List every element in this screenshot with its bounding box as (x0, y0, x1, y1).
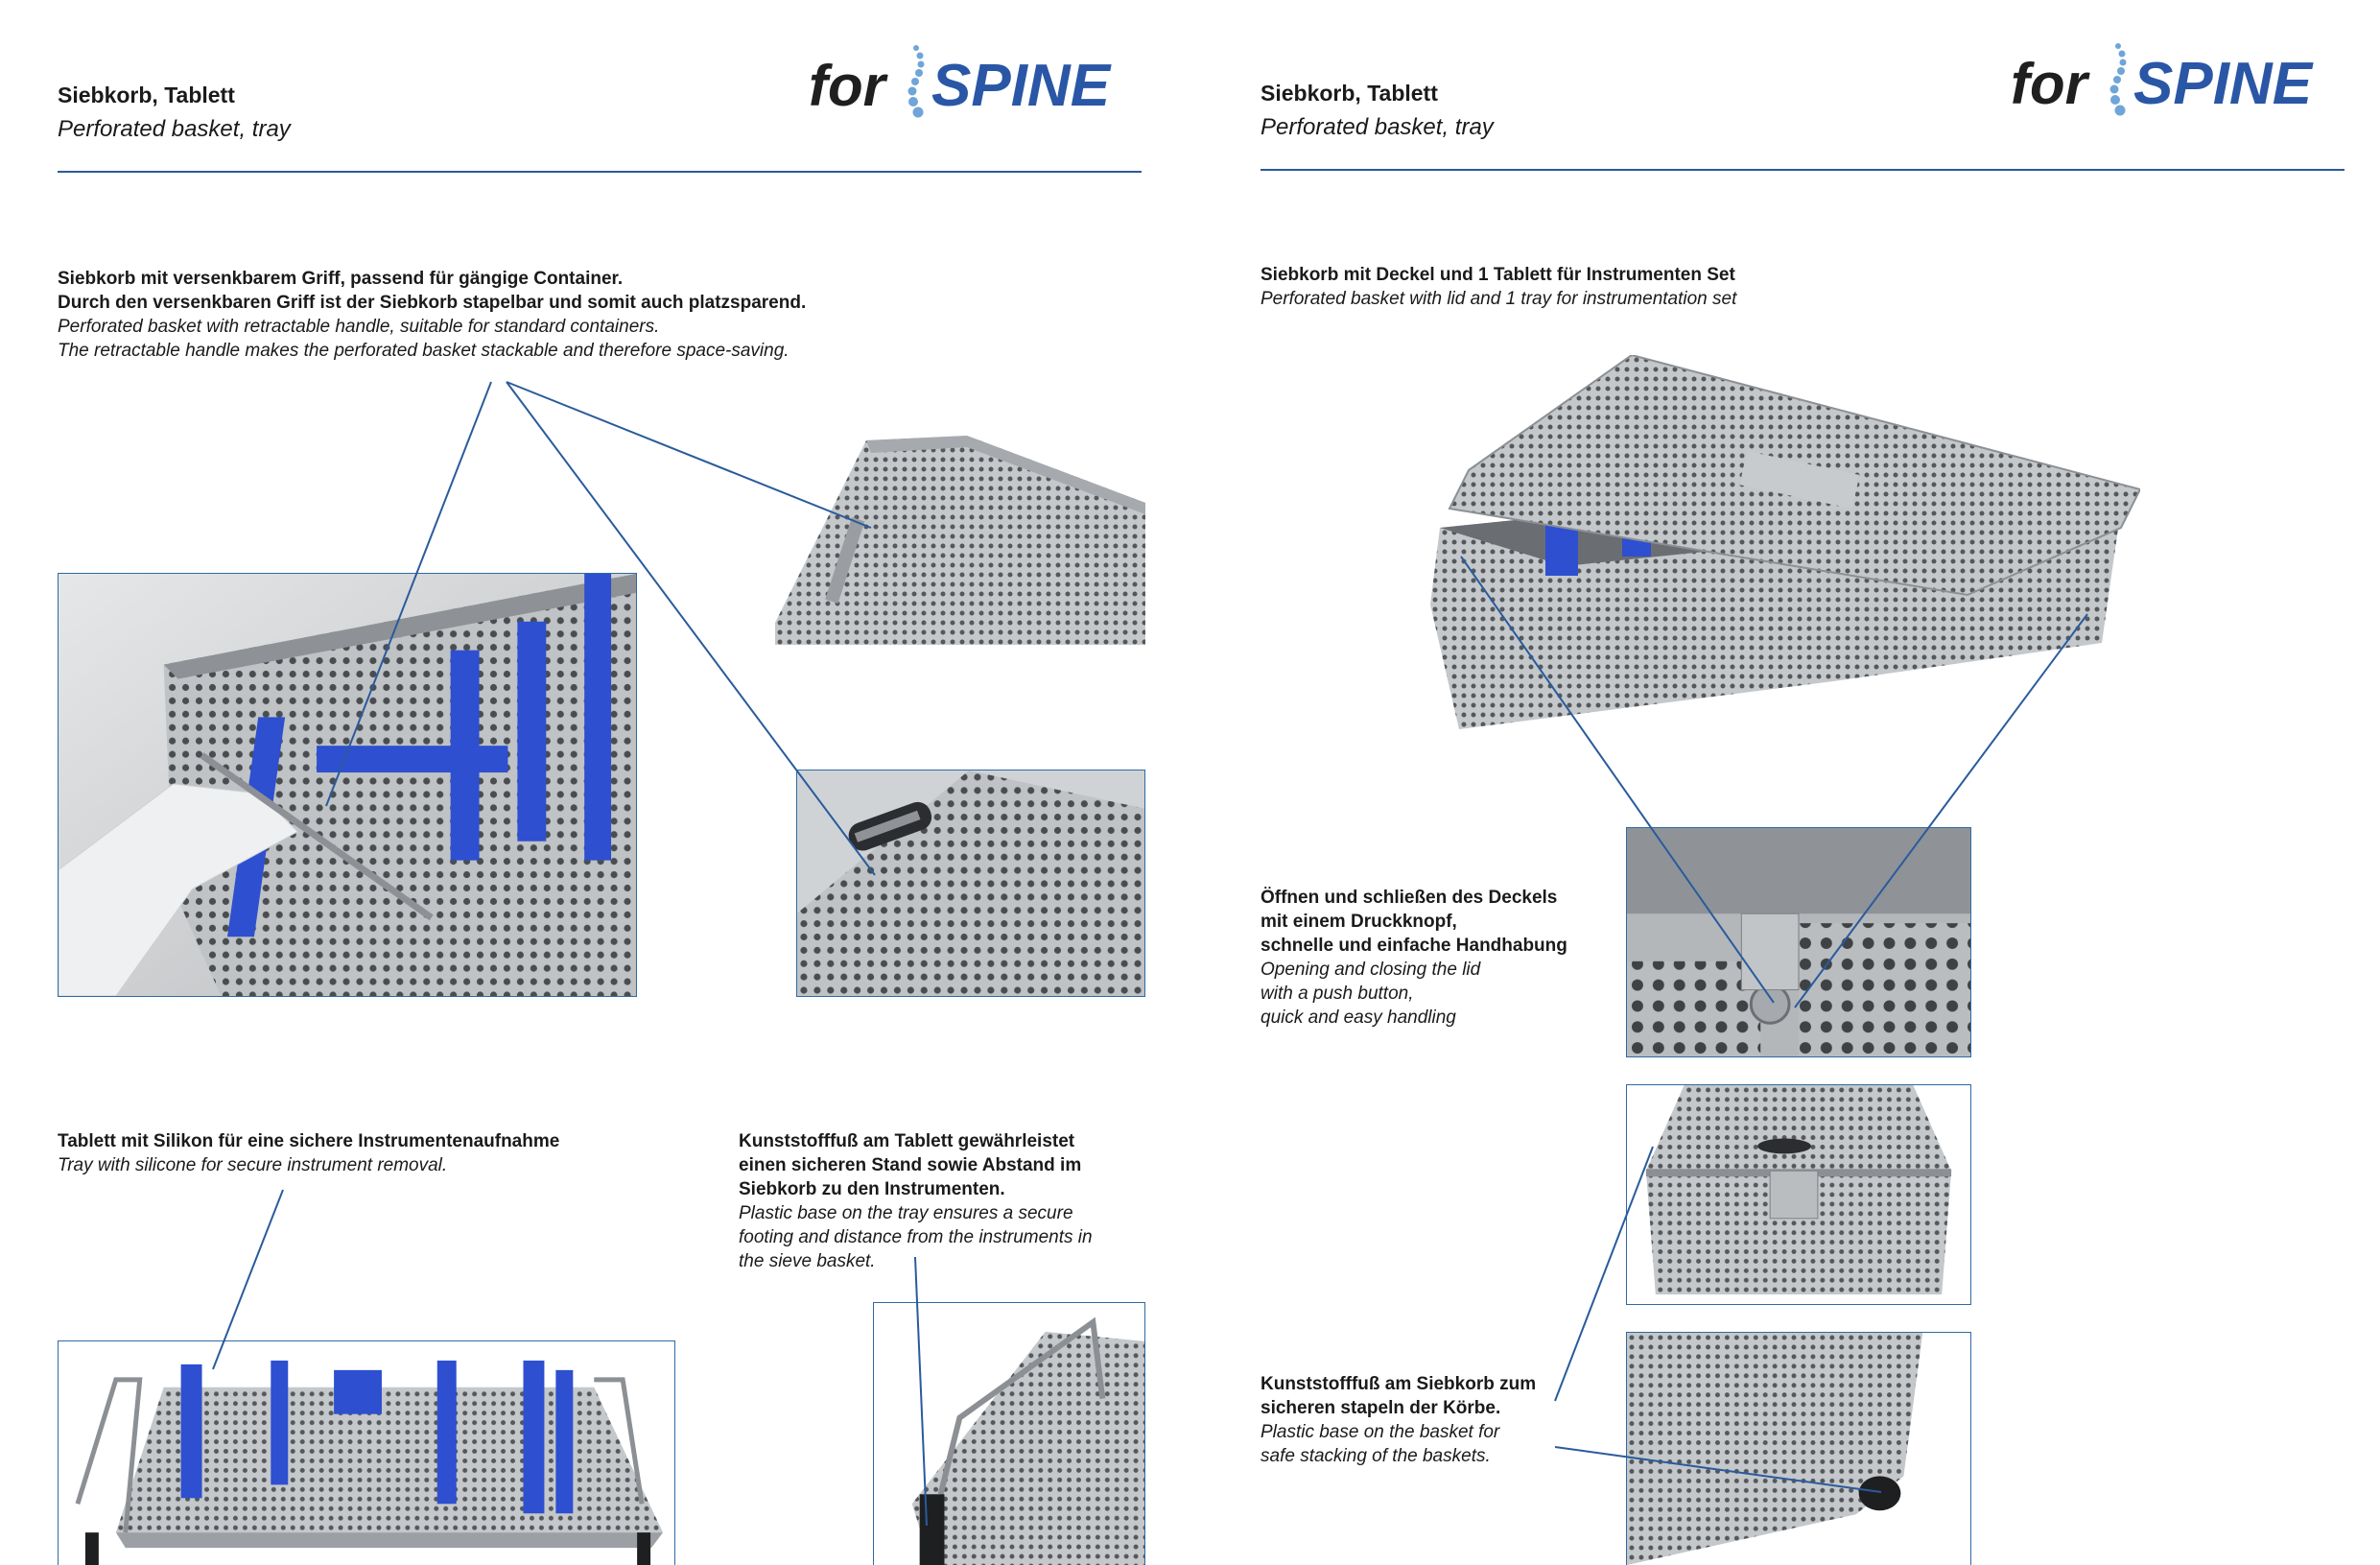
page-subtitle: Perforated basket, tray (58, 116, 291, 142)
retractable-handle-caption: Siebkorb mit versenkbarem Griff, passend… (58, 267, 806, 363)
callout-lines (1460, 556, 2088, 1493)
caption-de-line: Öffnen und schließen des Deckels (1261, 888, 1558, 908)
basket-corner-photo (775, 426, 1145, 645)
left-page: Siebkorb, Tablett Perforated basket, tra… (58, 40, 1145, 1565)
caption-de-line: Siebkorb mit versenkbarem Griff, passend… (58, 269, 624, 289)
page-title: Siebkorb, Tablett (1261, 81, 1438, 106)
caption-de-line: Siebkorb mit Deckel und 1 Tablett für In… (1261, 265, 1735, 285)
caption-en-line: the sieve basket. (739, 1251, 876, 1271)
caption-de-line: sicheren stapeln der Körbe. (1261, 1398, 1501, 1418)
push-button-caption: Öffnen und schließen des Deckels mit ein… (1261, 886, 1567, 1030)
basket-foot-photo (1626, 1332, 1971, 1565)
caption-en-line: Perforated basket with lid and 1 tray fo… (1261, 289, 1737, 309)
caption-de-line: Tablett mit Silikon für eine sichere Ins… (58, 1131, 560, 1151)
silicone-tray-caption: Tablett mit Silikon für eine sichere Ins… (58, 1129, 559, 1177)
basket-handle-photo (58, 573, 637, 997)
header-divider (58, 171, 1142, 173)
forspine-logo: for SPINE (2011, 38, 2342, 125)
tray-handle-photo (796, 770, 1145, 997)
caption-de-line: einen sicheren Stand sowie Abstand im (739, 1155, 1082, 1175)
caption-en-line: Perforated basket with retractable handl… (58, 317, 660, 337)
caption-en-line: Tray with silicone for secure instrument… (58, 1155, 448, 1175)
spine-vertebrae-icon (907, 45, 925, 118)
logo-spine-text: SPINE (2133, 51, 2314, 117)
header-divider (1261, 169, 2345, 171)
lid-tray-caption: Siebkorb mit Deckel und 1 Tablett für In… (1261, 263, 1736, 311)
basket-side-photo (1626, 1084, 1971, 1305)
tray-plastic-base-photo (873, 1302, 1145, 1565)
caption-en-line: Plastic base on the basket for (1261, 1422, 1500, 1442)
spine-vertebrae-icon (2109, 43, 2127, 116)
caption-de-line: Kunststofffuß am Tablett gewährleistet (739, 1131, 1075, 1151)
push-button-photo (1626, 827, 1971, 1057)
caption-en-line: with a push button, (1261, 984, 1414, 1004)
forspine-logo: for SPINE (809, 40, 1140, 127)
caption-de-line: Kunststofffuß am Siebkorb zum (1261, 1374, 1537, 1394)
plastic-base-tray-caption: Kunststofffuß am Tablett gewährleistet e… (739, 1129, 1093, 1273)
caption-de-line: Siebkorb zu den Instrumenten. (739, 1179, 1005, 1199)
right-page: Siebkorb, Tablett Perforated basket, tra… (1190, 0, 2380, 1565)
silicone-tray-photo (58, 1340, 675, 1565)
caption-en-line: The retractable handle makes the perfora… (58, 341, 789, 361)
logo-spine-text: SPINE (931, 53, 1112, 119)
caption-en-line: footing and distance from the instrument… (739, 1227, 1093, 1247)
logo-for-text: for (809, 54, 889, 118)
basket-plastic-base-caption: Kunststofffuß am Siebkorb zum sicheren s… (1261, 1372, 1536, 1468)
caption-de-line: schnelle und einfache Handhabung (1261, 936, 1567, 956)
caption-en-line: quick and easy handling (1261, 1008, 1456, 1028)
caption-en-line: Plastic base on the tray ensures a secur… (739, 1203, 1073, 1223)
caption-de-line: Durch den versenkbaren Griff ist der Sie… (58, 293, 807, 313)
basket-with-lid-photo (1430, 355, 2140, 729)
logo-for-text: for (2011, 52, 2091, 116)
page-subtitle: Perforated basket, tray (1261, 114, 1494, 140)
caption-de-line: mit einem Druckknopf, (1261, 912, 1457, 932)
page-title: Siebkorb, Tablett (58, 83, 235, 107)
caption-en-line: Opening and closing the lid (1261, 960, 1481, 980)
caption-en-line: safe stacking of the baskets. (1261, 1446, 1491, 1466)
